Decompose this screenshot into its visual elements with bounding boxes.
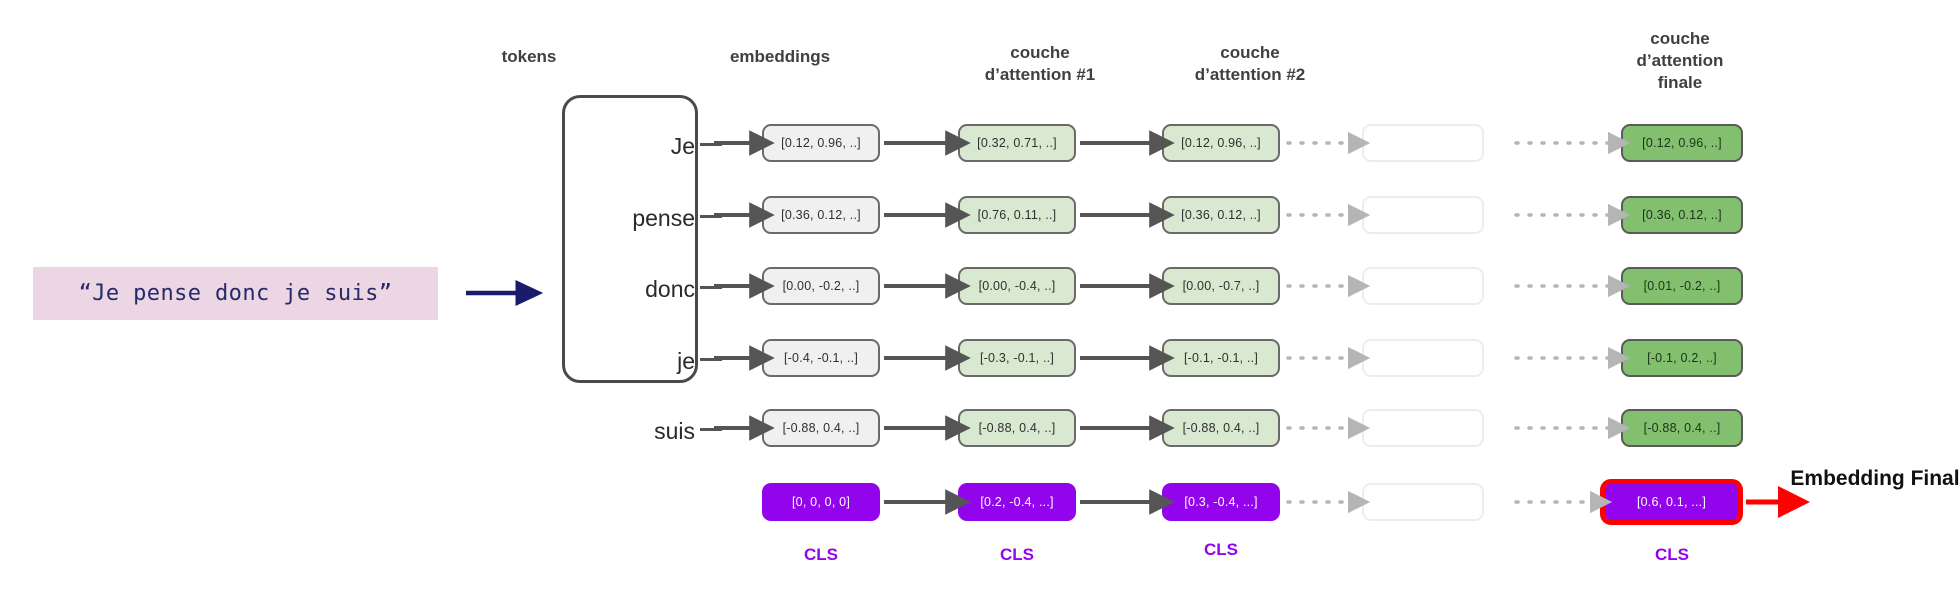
arrow-attention2-to-hidden-dotted <box>1286 131 1371 514</box>
cell-attention2-3: [-0.1, -0.1, ..] <box>1162 339 1280 377</box>
token-connector-2 <box>700 286 722 289</box>
cell-attention1-4: [-0.88, 0.4, ..] <box>958 409 1076 447</box>
cell-embeddings-3: [-0.4, -0.1, ..] <box>762 339 880 377</box>
cell-final-3: [-0.1, 0.2, ..] <box>1621 339 1743 377</box>
cell-attention1-0: [0.32, 0.71, ..] <box>958 124 1076 162</box>
input-sentence-text: “Je pense donc je suis” <box>78 281 393 306</box>
cls-label-final: CLS <box>1655 545 1689 564</box>
cls-label-embeddings: CLS <box>804 545 838 564</box>
cell-final-cls-highlighted: [0.6, 0.1, ...] <box>1600 479 1743 525</box>
column-header-tokens: tokens <box>501 47 557 66</box>
embedding-final-label: Embedding Final <box>1790 467 1960 490</box>
cell-attention1-2: [0.00, -0.4, ..] <box>958 267 1076 305</box>
token-label-2: donc <box>645 276 695 302</box>
cell-attention2-0: [0.12, 0.96, ..] <box>1162 124 1280 162</box>
cell-final-2: [0.01, -0.2, ..] <box>1621 267 1743 305</box>
cell-attention1-1: [0.76, 0.11, ..] <box>958 196 1076 234</box>
cell-embeddings-1: [0.36, 0.12, ..] <box>762 196 880 234</box>
cell-final-1: [0.36, 0.12, ..] <box>1621 196 1743 234</box>
cell-hidden-2 <box>1362 267 1484 305</box>
column-header-attention-2: couche d’attention #2 <box>1194 43 1306 84</box>
cell-attention2-2: [0.00, -0.7, ..] <box>1162 267 1280 305</box>
arrow-embeddings-to-attention1 <box>884 130 971 515</box>
token-connector-0 <box>700 143 722 146</box>
column-header-attention-1: couche d’attention #1 <box>984 43 1096 84</box>
token-connector-3 <box>700 358 722 361</box>
cell-hidden-3 <box>1362 339 1484 377</box>
cell-embeddings-0: [0.12, 0.96, ..] <box>762 124 880 162</box>
token-connector-1 <box>700 215 722 218</box>
cell-attention1-3: [-0.3, -0.1, ..] <box>958 339 1076 377</box>
cell-hidden-4 <box>1362 409 1484 447</box>
input-sentence-box: “Je pense donc je suis” <box>33 267 438 320</box>
cell-hidden-1 <box>1362 196 1484 234</box>
cell-attention2-cls: [0.3, -0.4, ...] <box>1162 483 1280 521</box>
cell-attention1-cls: [0.2, -0.4, ...] <box>958 483 1076 521</box>
cell-hidden-0 <box>1362 124 1484 162</box>
cell-final-0: [0.12, 0.96, ..] <box>1621 124 1743 162</box>
cell-embeddings-4: [-0.88, 0.4, ..] <box>762 409 880 447</box>
tokens-bracket <box>562 95 698 383</box>
cls-label-attention1: CLS <box>1000 545 1034 564</box>
token-label-3: je <box>677 348 695 374</box>
column-header-attention-final: couche d’attention finale <box>1636 29 1724 92</box>
column-header-embeddings: embeddings <box>729 47 831 66</box>
cell-embeddings-2: [0.00, -0.2, ..] <box>762 267 880 305</box>
cls-label-attention2: CLS <box>1204 540 1238 559</box>
cell-hidden-cls <box>1362 483 1484 521</box>
token-connector-4 <box>700 428 722 431</box>
token-label-0: Je <box>670 133 695 159</box>
cell-attention2-1: [0.36, 0.12, ..] <box>1162 196 1280 234</box>
arrow-attention1-to-attention2 <box>1080 130 1175 515</box>
token-label-4: suis <box>654 418 695 444</box>
cell-final-4: [-0.88, 0.4, ..] <box>1621 409 1743 447</box>
cell-attention2-4: [-0.88, 0.4, ..] <box>1162 409 1280 447</box>
token-label-1: pense <box>632 205 695 231</box>
arrow-hidden-to-final-dotted <box>1514 131 1631 514</box>
cell-embeddings-cls: [0, 0, 0, 0] <box>762 483 880 521</box>
